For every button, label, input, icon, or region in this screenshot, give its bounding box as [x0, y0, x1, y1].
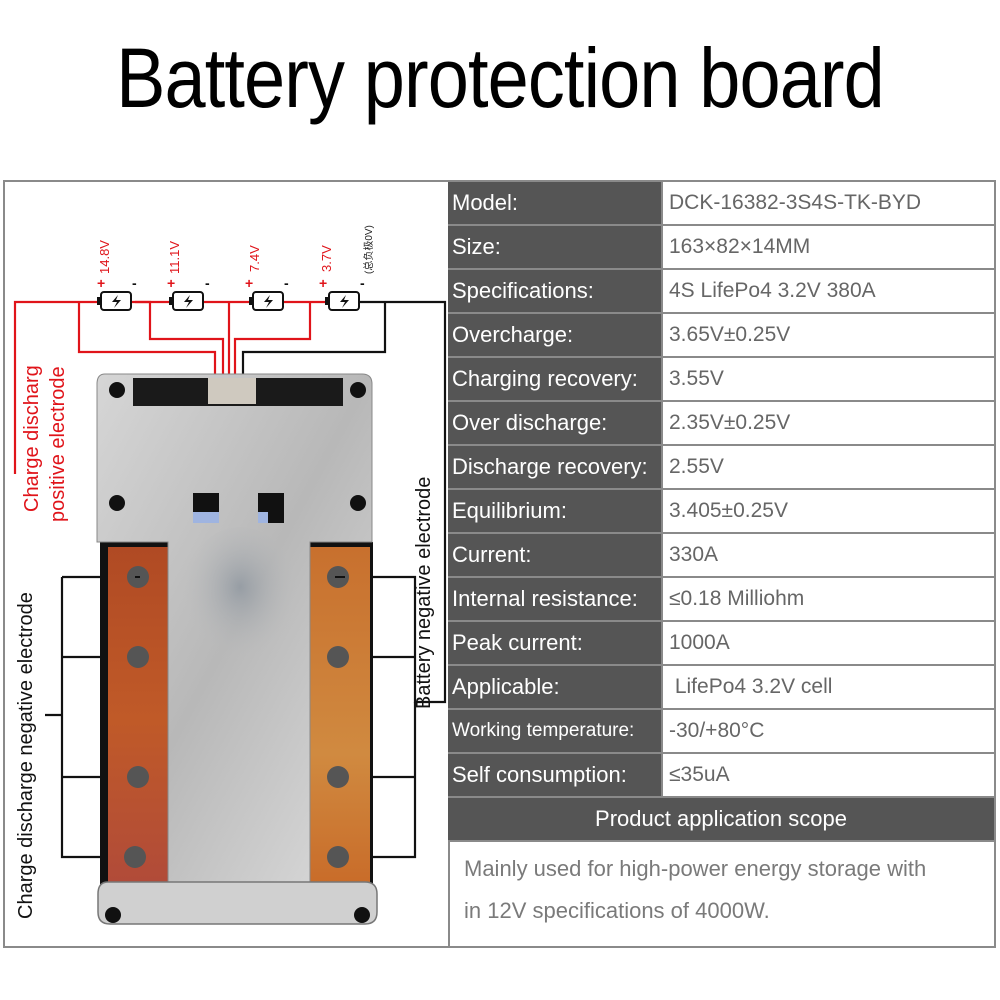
charge-negative-electrode-label: Charge discharge negative electrode [15, 592, 37, 919]
positive-electrode-label-line2: positive electrode [47, 366, 69, 522]
spec-label: Charging recovery: [448, 358, 663, 400]
total-negative-note: (总负极0V) [364, 225, 375, 274]
spec-value: 3.55V [663, 358, 994, 400]
spec-row-specifications: Specifications:4S LifePo4 3.2V 380A [448, 270, 994, 314]
spec-row-over-discharge: Over discharge:2.35V±0.25V [448, 402, 994, 446]
spec-label: Current: [448, 534, 663, 576]
spec-label: Working temperature: [448, 710, 663, 752]
spec-row-internal-resistance: Internal resistance:≤0.18 Milliohm [448, 578, 994, 622]
svg-text:-: - [360, 275, 365, 291]
spec-value: 4S LifePo4 3.2V 380A [663, 270, 994, 312]
spec-value: DCK-16382-3S4S-TK-BYD [663, 182, 994, 224]
spec-row-equilibrium: Equilibrium:3.405±0.25V [448, 490, 994, 534]
battery-cell-icons [97, 291, 360, 311]
spec-value: ≤35uA [663, 754, 994, 796]
content-frame: + - + - + - + - 14.8V 11.1V 7.4V 3.7V (总负极0V… [3, 180, 996, 948]
positive-electrode-label-line1: Charge discharg [21, 365, 43, 512]
spec-row-charging-recovery: Charging recovery:3.55V [448, 358, 994, 402]
spec-row-size: Size:163×82×14MM [448, 226, 994, 270]
spec-label: Applicable: [448, 666, 663, 708]
svg-text:+: + [97, 275, 105, 291]
wiring-diagram: + - + - + - + - [13, 275, 447, 925]
spec-label: Specifications: [448, 270, 663, 312]
spec-row-discharge-recovery: Discharge recovery:2.55V [448, 446, 994, 490]
scope-line-1: Mainly used for high-power energy storag… [464, 856, 927, 881]
voltage-label-3: 7.4V [247, 245, 262, 272]
spec-table: Model:DCK-16382-3S4S-TK-BYD Size:163×82×… [448, 182, 994, 932]
spec-value: LifePo4 3.2V cell [663, 666, 994, 708]
page-title: Battery protection board [116, 31, 885, 125]
spec-value: 2.55V [663, 446, 994, 488]
spec-label: Over discharge: [448, 402, 663, 444]
spec-label: Self consumption: [448, 754, 663, 796]
svg-text:+: + [319, 275, 327, 291]
spec-label: Peak current: [448, 622, 663, 664]
spec-label: Equilibrium: [448, 490, 663, 532]
voltage-label-1: 14.8V [97, 240, 112, 274]
spec-value: ≤0.18 Milliohm [663, 578, 994, 620]
spec-value: 3.405±0.25V [663, 490, 994, 532]
voltage-label-4: 3.7V [319, 245, 334, 272]
board-diagram-panel: + - + - + - + - 14.8V 11.1V 7.4V 3.7V (总负极0V… [5, 182, 450, 946]
spec-row-self-consumption: Self consumption:≤35uA [448, 754, 994, 798]
svg-text:-: - [284, 275, 289, 291]
spec-value: -30/+80°C [663, 710, 994, 752]
spec-row-current: Current:330A [448, 534, 994, 578]
spec-row-model: Model:DCK-16382-3S4S-TK-BYD [448, 182, 994, 226]
spec-value: 1000A [663, 622, 994, 664]
svg-text:-: - [205, 275, 210, 291]
spec-row-applicable: Applicable: LifePo4 3.2V cell [448, 666, 994, 710]
spec-label: Internal resistance: [448, 578, 663, 620]
scope-heading: Product application scope [448, 798, 994, 842]
spec-row-working-temperature: Working temperature:-30/+80°C [448, 710, 994, 754]
spec-value: 2.35V±0.25V [663, 402, 994, 444]
spec-label: Overcharge: [448, 314, 663, 356]
spec-row-peak-current: Peak current:1000A [448, 622, 994, 666]
spec-label: Size: [448, 226, 663, 268]
voltage-label-2: 11.1V [167, 240, 182, 274]
scope-line-2: in 12V specifications of 4000W. [464, 898, 770, 923]
svg-text:+: + [167, 275, 175, 291]
battery-negative-electrode-label: Battery negative electrode [413, 476, 435, 709]
spec-label: Discharge recovery: [448, 446, 663, 488]
spec-value: 163×82×14MM [663, 226, 994, 268]
scope-description: Mainly used for high-power energy storag… [448, 842, 994, 932]
svg-text:+: + [245, 275, 253, 291]
jst-ports [193, 493, 284, 523]
svg-text:-: - [132, 275, 137, 291]
spec-label: Model: [448, 182, 663, 224]
spec-row-overcharge: Overcharge:3.65V±0.25V [448, 314, 994, 358]
spec-value: 3.65V±0.25V [663, 314, 994, 356]
spec-value: 330A [663, 534, 994, 576]
